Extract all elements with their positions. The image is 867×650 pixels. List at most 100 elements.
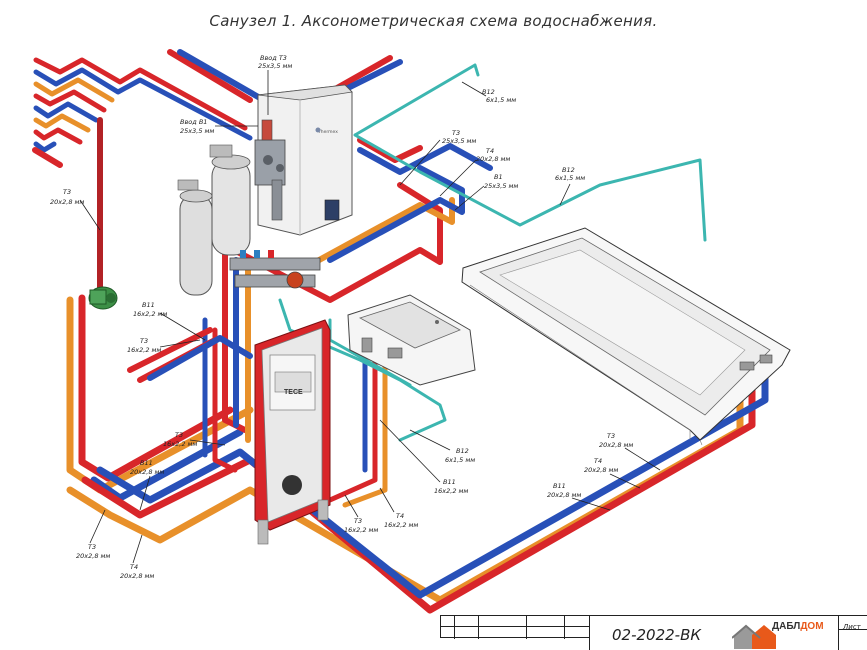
svg-text:16х2,2 мм: 16х2,2 мм <box>344 526 378 534</box>
label-b12-top: В12 6х1,5 мм <box>461 81 516 104</box>
label-heater-in-b1: Ввод В1 25х3,5 мм <box>180 118 258 135</box>
company-name-part2: ДОМ <box>800 621 824 632</box>
svg-text:Т4: Т4 <box>486 147 494 155</box>
svg-text:16х2,2 мм: 16х2,2 мм <box>163 440 197 448</box>
pipe-main-long-t4 <box>307 197 455 268</box>
circulation-pump <box>88 286 118 310</box>
label-b12-mid: В12 6х1,5 мм <box>555 166 585 206</box>
svg-text:Ввод В1: Ввод В1 <box>180 118 207 126</box>
svg-text:В1: В1 <box>494 173 503 181</box>
pipe-riser-t4-1 <box>33 77 115 103</box>
label-t3-25: Т3 25х3,5 мм <box>399 129 476 186</box>
svg-text:25х3,5 мм: 25х3,5 мм <box>180 127 214 135</box>
heater-brand: Thermex <box>317 129 338 135</box>
pipe-main-long-b1 <box>327 165 465 263</box>
label-t3-16a: Т3 16х2,2 мм <box>127 337 201 354</box>
stamp-divider <box>526 615 527 639</box>
sheet-label: Лист <box>843 623 861 631</box>
pipe-riser-t3-3 <box>33 127 83 145</box>
pipe-lower-b1 <box>96 366 769 599</box>
label-t3-20-bl: Т3 20х2,8 мм <box>76 509 110 560</box>
stamp-top-line <box>440 615 867 616</box>
svg-text:Т3: Т3 <box>452 129 460 137</box>
pipe-riser-b1-1 <box>33 67 253 141</box>
svg-text:20х2,8 мм: 20х2,8 мм <box>130 468 164 476</box>
svg-text:Т3: Т3 <box>607 432 615 440</box>
company-name-part1: ДАБЛ <box>772 621 801 632</box>
pipe-left-loop-b1 <box>90 428 244 502</box>
label-t3-bath: Т3 20х2,8 мм <box>599 432 661 471</box>
filter-tanks <box>177 144 251 296</box>
pipe-labels: Ввод Т3 25х3,5 мм Ввод В1 25х3,5 мм В12 … <box>50 54 661 580</box>
svg-text:6х1,5 мм: 6х1,5 мм <box>445 456 475 464</box>
label-t4-bath: Т4 20х2,8 мм <box>584 457 641 489</box>
pipe-riser-b1-3 <box>33 141 57 153</box>
svg-text:20х2,8 мм: 20х2,8 мм <box>476 155 510 163</box>
pipe-riser-b1-2 <box>33 101 99 123</box>
toilet-install-frame: TECE <box>254 319 331 545</box>
svg-text:20х2,8 мм: 20х2,8 мм <box>120 572 154 580</box>
label-b11-bath: В11 20х2,8 мм <box>547 482 611 511</box>
stamp-divider <box>838 615 839 650</box>
svg-text:В12: В12 <box>562 166 575 174</box>
svg-text:20х2,8 мм: 20х2,8 мм <box>584 466 618 474</box>
svg-text:Т4: Т4 <box>396 512 404 520</box>
pipe-drop-t3-b <box>212 327 238 473</box>
svg-text:16х2,2 мм: 16х2,2 мм <box>434 487 468 495</box>
svg-text:6х1,5 мм: 6х1,5 мм <box>486 96 516 104</box>
stamp-divider <box>454 615 455 639</box>
svg-text:25х3,5 мм: 25х3,5 мм <box>258 62 292 70</box>
svg-text:16х2,2 мм: 16х2,2 мм <box>127 346 161 354</box>
label-t3-left: Т3 20х2,8 мм <box>50 188 101 231</box>
label-t4-sink: Т4 16х2,2 мм <box>379 487 418 529</box>
svg-text:В11: В11 <box>142 301 155 309</box>
label-t4-20-bl: Т4 20х2,8 мм <box>120 534 154 580</box>
svg-text:Т3: Т3 <box>354 517 362 525</box>
svg-text:В11: В11 <box>140 459 153 467</box>
pipe-sink-t3 <box>327 352 378 503</box>
svg-text:В12: В12 <box>482 88 495 96</box>
pipe-main-b1 <box>177 49 493 175</box>
svg-text:Т3: Т3 <box>140 337 148 345</box>
company-name: ДАБЛДОМ <box>772 621 824 632</box>
svg-text:20х2,8 мм: 20х2,8 мм <box>599 441 633 449</box>
label-t3-sink: Т3 16х2,2 мм <box>344 494 378 534</box>
company-logo <box>732 624 776 649</box>
label-b12-sink: В12 6х1,5 мм <box>409 429 475 464</box>
label-heater-in-t3: Ввод Т3 25х3,5 мм <box>258 54 292 115</box>
pipe-branch-b1-left <box>147 335 253 381</box>
pipe-runs <box>32 49 769 614</box>
svg-text:Т3: Т3 <box>88 543 96 551</box>
pipe-sink-t4 <box>342 359 388 508</box>
label-b1-25: В1 25х3,5 мм <box>454 173 518 211</box>
svg-text:В11: В11 <box>553 482 566 490</box>
valve-cluster <box>254 119 286 221</box>
title-block <box>440 615 867 650</box>
svg-text:Т4: Т4 <box>594 457 602 465</box>
label-b11-20: В11 20х2,8 мм <box>130 459 164 511</box>
pipe-lower-t3 <box>81 386 756 614</box>
label-b11-16: В11 16х2,2 мм <box>133 301 206 341</box>
svg-text:Т4: Т4 <box>130 563 138 571</box>
svg-text:16х2,2 мм: 16х2,2 мм <box>384 521 418 529</box>
svg-text:20х2,8 мм: 20х2,8 мм <box>547 491 581 499</box>
drawing-title: Санузел 1. Аксонометрическая схема водос… <box>209 12 658 30</box>
manifold <box>229 250 321 289</box>
pipe-riser-t4-2 <box>33 113 91 133</box>
svg-text:25х3,5 мм: 25х3,5 мм <box>484 182 518 190</box>
bathtub <box>461 227 791 446</box>
stamp-divider <box>589 615 590 650</box>
pipe-left-loop-t3 <box>78 294 234 482</box>
stamp-divider <box>478 615 479 639</box>
frame-brand: TECE <box>284 389 303 396</box>
svg-text:20х2,8 мм: 20х2,8 мм <box>50 198 84 206</box>
stamp-divider <box>838 629 867 630</box>
label-t3-16b: Т3 16х2,2 мм <box>163 431 226 448</box>
svg-text:6х1,5 мм: 6х1,5 мм <box>555 174 585 182</box>
pipe-riser-t3-1 <box>33 57 248 131</box>
drawing-code: 02-2022-ВК <box>612 626 702 644</box>
svg-text:В11: В11 <box>443 478 456 486</box>
stamp-cell <box>440 626 590 638</box>
